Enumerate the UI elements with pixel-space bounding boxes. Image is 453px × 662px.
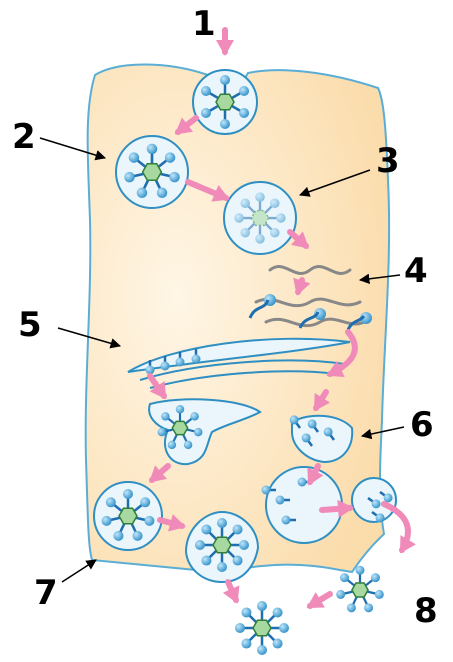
step-label-4: 4 xyxy=(404,251,428,291)
virus-particle xyxy=(336,566,384,613)
virus-particle xyxy=(195,518,249,572)
virus-particle xyxy=(234,192,285,243)
virus-particle xyxy=(235,601,289,655)
step-label-3: 3 xyxy=(376,141,400,181)
step-label-8: 8 xyxy=(414,591,438,631)
step-label-7: 7 xyxy=(34,573,58,613)
step-label-2: 2 xyxy=(12,117,36,157)
step-label-5: 5 xyxy=(18,305,42,345)
step-label-1: 1 xyxy=(192,4,216,44)
step-label-6: 6 xyxy=(410,405,434,445)
